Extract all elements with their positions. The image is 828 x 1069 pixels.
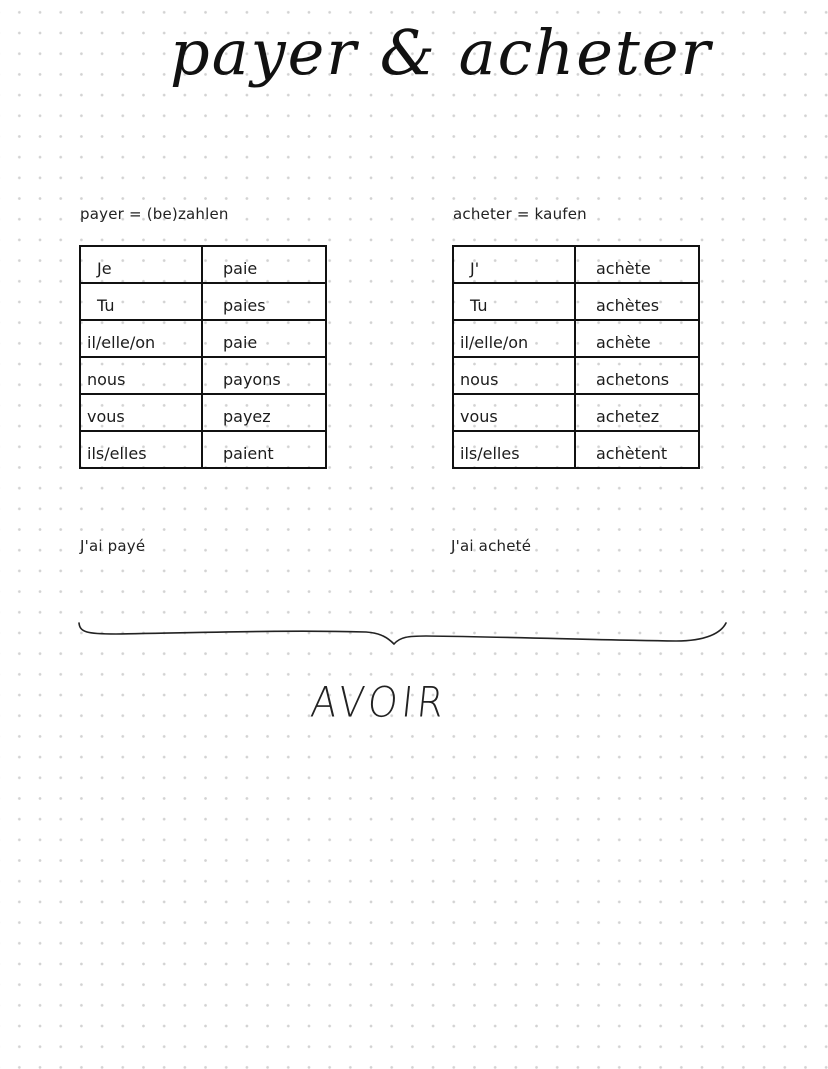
verb-form-cell: paie: [201, 245, 327, 284]
table-row: ils/elles paient: [79, 430, 327, 469]
payer-passe-compose: J'ai payé: [80, 537, 146, 555]
table-row: nous payons: [79, 356, 327, 395]
payer-definition: payer = (be)zahlen: [80, 205, 229, 223]
verb-form-cell: paies: [201, 282, 327, 321]
payer-conjugation-table: Je paie Tu paies il/elle/on paie nous pa…: [79, 245, 327, 469]
verb-form-cell: payez: [201, 393, 327, 432]
pronoun-cell: il/elle/on: [79, 319, 203, 358]
acheter-definition: acheter = kaufen: [453, 205, 587, 223]
auxiliary-verb-label: AVOIR: [308, 677, 450, 727]
verb-form-cell: payons: [201, 356, 327, 395]
verb-form-cell: paient: [201, 430, 327, 469]
table-row: Tu achètes: [452, 282, 700, 321]
verb-form-cell: achètent: [574, 430, 700, 469]
table-row: vous achetez: [452, 393, 700, 432]
table-row: vous payez: [79, 393, 327, 432]
pronoun-cell: Je: [79, 245, 203, 284]
pronoun-cell: J': [452, 245, 576, 284]
pronoun-cell: vous: [452, 393, 576, 432]
pronoun-cell: Tu: [452, 282, 576, 321]
page-title: payer & acheter: [170, 16, 713, 89]
acheter-passe-compose: J'ai acheté: [451, 537, 532, 555]
table-row: il/elle/on achète: [452, 319, 700, 358]
table-row: nous achetons: [452, 356, 700, 395]
acheter-conjugation-table: J' achète Tu achètes il/elle/on achète n…: [452, 245, 700, 469]
table-row: Tu paies: [79, 282, 327, 321]
pronoun-cell: Tu: [79, 282, 203, 321]
pronoun-cell: vous: [79, 393, 203, 432]
table-row: il/elle/on paie: [79, 319, 327, 358]
verb-form-cell: achète: [574, 319, 700, 358]
verb-form-cell: achetons: [574, 356, 700, 395]
verb-form-cell: paie: [201, 319, 327, 358]
curly-brace-icon: [78, 622, 727, 646]
pronoun-cell: il/elle/on: [452, 319, 576, 358]
verb-form-cell: achète: [574, 245, 700, 284]
verb-form-cell: achètes: [574, 282, 700, 321]
pronoun-cell: ils/elles: [452, 430, 576, 469]
pronoun-cell: nous: [452, 356, 576, 395]
verb-form-cell: achetez: [574, 393, 700, 432]
table-row: Je paie: [79, 245, 327, 284]
pronoun-cell: nous: [79, 356, 203, 395]
table-row: ils/elles achètent: [452, 430, 700, 469]
table-row: J' achète: [452, 245, 700, 284]
pronoun-cell: ils/elles: [79, 430, 203, 469]
